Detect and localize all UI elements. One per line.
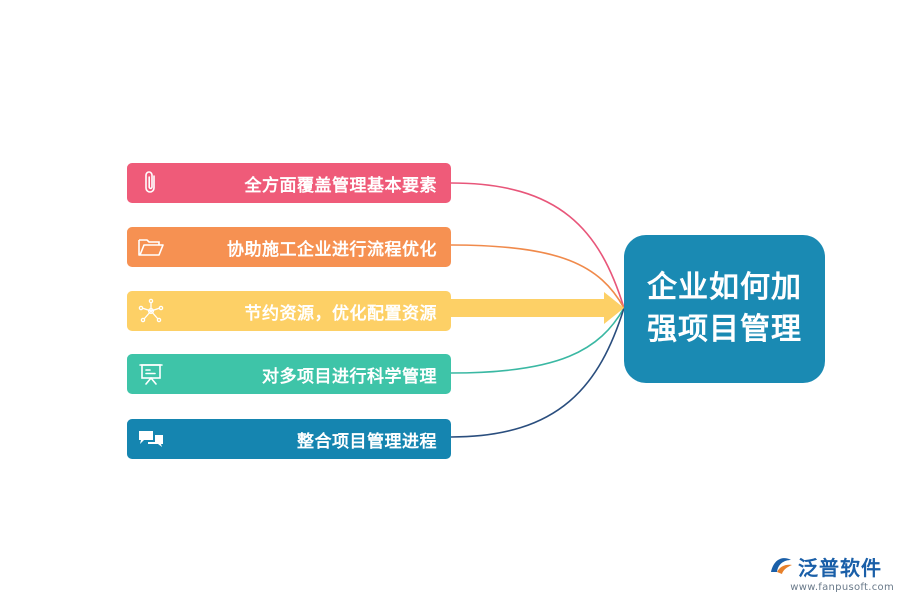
central-title-line-1: 企业如何加 — [647, 270, 802, 305]
central-title-line-2: 强项目管理 — [647, 312, 802, 347]
topic-item-5: 整合项目管理进程 — [127, 419, 451, 459]
paperclip-icon — [137, 169, 165, 197]
topic-label: 协助施工企业进行流程优化 — [227, 239, 437, 260]
network-icon — [137, 297, 165, 325]
connector-arrow-3 — [451, 292, 624, 324]
connector-line-5 — [450, 307, 625, 438]
connector-line-4 — [450, 307, 625, 374]
brand-watermark: 泛普软件 www.fanpusoft.com — [768, 552, 894, 596]
brand-logo-icon — [768, 554, 794, 580]
folder-icon — [137, 233, 165, 261]
topic-label: 整合项目管理进程 — [297, 431, 437, 452]
brand-url: www.fanpusoft.com — [790, 582, 894, 593]
topic-label: 全方面覆盖管理基本要素 — [244, 175, 437, 196]
presentation-icon — [137, 360, 165, 388]
topic-item-2: 协助施工企业进行流程优化 — [127, 227, 451, 267]
topic-item-3: 节约资源，优化配置资源 — [127, 291, 451, 331]
brand-name: 泛普软件 — [798, 556, 882, 580]
topic-label: 节约资源，优化配置资源 — [244, 303, 437, 324]
topic-item-4: 对多项目进行科学管理 — [127, 354, 451, 394]
central-topic-title: 企业如何加 强项目管理 — [647, 267, 802, 351]
connector-line-1 — [450, 182, 625, 309]
chat-icon — [137, 425, 165, 453]
central-topic: 企业如何加 强项目管理 — [624, 235, 825, 383]
topic-label: 对多项目进行科学管理 — [262, 366, 437, 387]
topic-item-1: 全方面覆盖管理基本要素 — [127, 163, 451, 203]
connector-line-2 — [450, 244, 625, 309]
